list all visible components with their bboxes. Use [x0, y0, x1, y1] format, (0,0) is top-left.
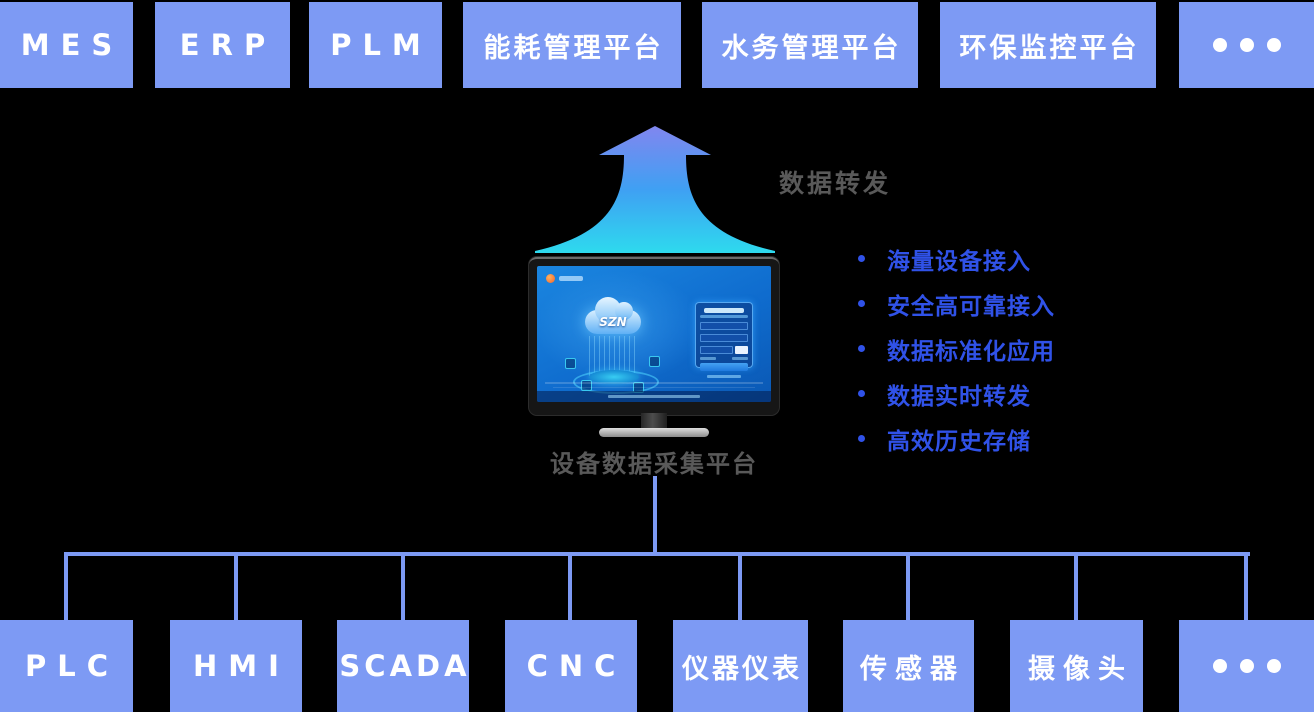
feature-item: 高效历史存储 [858, 426, 1055, 455]
device-box-cameras: 摄像头 [1010, 620, 1143, 712]
device-label: SCADA [339, 649, 471, 683]
system-box-erp: ERP [155, 2, 290, 88]
device-box-sensors: 传感器 [843, 620, 974, 712]
screen-footer-text-placeholder [608, 395, 700, 398]
system-label: 水务管理平台 [721, 32, 902, 64]
device-icon [649, 356, 660, 367]
feature-item: 数据标准化应用 [858, 336, 1055, 365]
cloud-icon: SZN [585, 297, 641, 334]
feature-list: 海量设备接入 安全高可靠接入 数据标准化应用 数据实时转发 高效历史存储 [858, 246, 1055, 471]
device-box-more [1179, 620, 1314, 712]
feature-label: 安全高可靠接入 [887, 293, 1055, 320]
device-label: 仪器仪表 [682, 653, 802, 685]
system-box-energy-platform: 能耗管理平台 [463, 2, 681, 88]
connector-drop [401, 552, 405, 620]
device-box-cnc: CNC [505, 620, 637, 712]
connector-drop [1244, 552, 1248, 620]
bullet-icon [858, 255, 865, 262]
gear-icon [581, 380, 592, 391]
connector-drop [906, 552, 910, 620]
feature-item: 数据实时转发 [858, 381, 1055, 410]
register-link-placeholder [707, 375, 741, 378]
feature-label: 数据标准化应用 [887, 338, 1055, 365]
device-label: 传感器 [860, 653, 965, 685]
device-label: CNC [526, 649, 627, 683]
bullet-icon [858, 345, 865, 352]
remember-me-placeholder [700, 357, 716, 360]
screen-logo-text-placeholder [559, 276, 583, 281]
bullet-icon [858, 300, 865, 307]
connector-drop [738, 552, 742, 620]
system-label: ERP [179, 28, 277, 62]
login-title-placeholder [704, 308, 744, 313]
device-box-hmi: HMI [170, 620, 302, 712]
ellipsis-icon [1212, 38, 1281, 52]
device-label: HMI [193, 649, 290, 683]
login-card [695, 302, 753, 378]
screen-stripe [553, 387, 755, 388]
captcha-field [700, 346, 733, 354]
system-label: PLM [330, 28, 432, 62]
feature-label: 数据实时转发 [887, 383, 1031, 410]
data-forward-arrow-icon [535, 126, 775, 253]
system-label: 环保监控平台 [959, 32, 1140, 64]
feature-item: 海量设备接入 [858, 246, 1055, 275]
platform-caption: 设备数据采集平台 [550, 450, 758, 478]
login-button [700, 363, 748, 371]
platform-dish-graphic [589, 370, 639, 384]
captcha-image [735, 346, 748, 354]
connector-drop [234, 552, 238, 620]
feature-label: 高效历史存储 [887, 428, 1031, 455]
cloud-logo-text: SZN [599, 315, 627, 329]
connector-drop [64, 552, 68, 620]
device-icon [565, 358, 576, 369]
device-box-scada: SCADA [337, 620, 469, 712]
system-box-water-platform: 水务管理平台 [702, 2, 918, 88]
system-label: 能耗管理平台 [483, 32, 664, 64]
screen-stripe [545, 382, 763, 384]
system-box-mes: MES [0, 2, 133, 88]
monitor-stand-base [599, 428, 709, 437]
device-box-instruments: 仪器仪表 [673, 620, 808, 712]
system-box-more [1179, 2, 1314, 88]
system-box-plm: PLM [309, 2, 442, 88]
connector-trunk [64, 552, 1250, 556]
platform-monitor: SZN [529, 257, 779, 442]
device-box-plc: PLC [0, 620, 133, 712]
feature-item: 安全高可靠接入 [858, 291, 1055, 320]
login-subtitle-placeholder [700, 315, 748, 318]
monitor-stand-neck [641, 413, 667, 430]
forgot-password-placeholder [732, 357, 748, 360]
platform-login-screen: SZN [537, 266, 771, 402]
bullet-icon [858, 435, 865, 442]
connector-stem [653, 476, 657, 554]
system-label: MES [20, 28, 124, 62]
feature-label: 海量设备接入 [887, 248, 1031, 275]
connector-drop [568, 552, 572, 620]
ellipsis-icon [1212, 659, 1281, 673]
screen-logo-icon [546, 274, 555, 283]
device-label: PLC [24, 649, 120, 683]
screen-footer [537, 391, 771, 402]
username-field [700, 322, 748, 330]
device-label: 摄像头 [1028, 653, 1133, 685]
arrow-label: 数据转发 [779, 169, 892, 198]
connector-drop [1074, 552, 1078, 620]
system-box-env-platform: 环保监控平台 [940, 2, 1156, 88]
bullet-icon [858, 390, 865, 397]
password-field [700, 334, 748, 342]
